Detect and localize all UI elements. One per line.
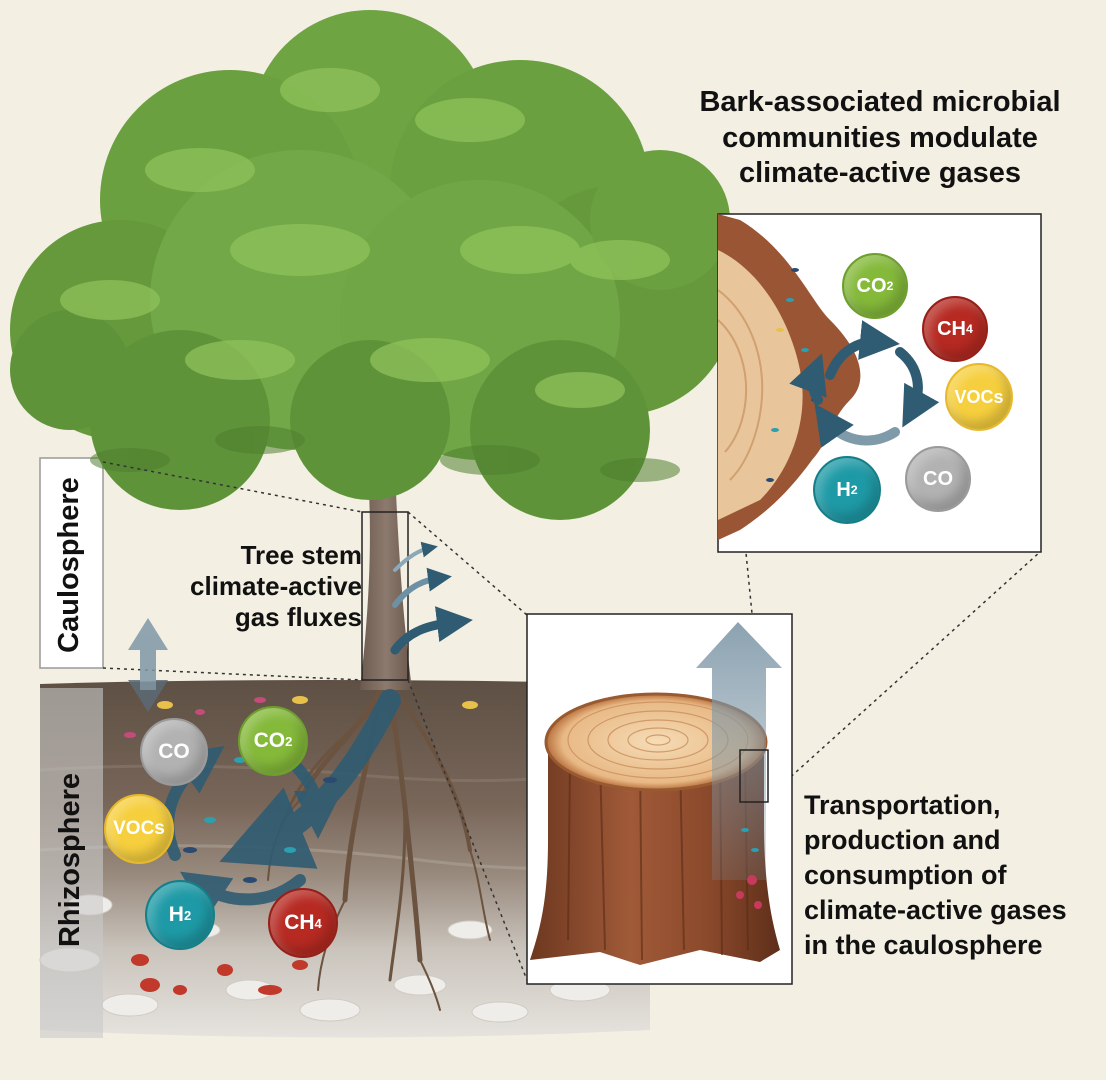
bark-ch4-label: CH bbox=[937, 317, 966, 340]
bark-h2-label: H bbox=[836, 478, 851, 501]
soil-vocs-bubble: VOCs bbox=[104, 794, 174, 864]
caulo-heading-line-4: climate-active gases bbox=[804, 895, 1067, 926]
bark-ch4-subscript: 4 bbox=[965, 322, 973, 336]
bark-h2-subscript: 2 bbox=[850, 483, 858, 497]
caulo-heading-line-1: Transportation, bbox=[804, 790, 1001, 820]
soil-gas-cycle bbox=[162, 689, 401, 919]
rhizosphere-label-box bbox=[40, 688, 103, 1038]
caulosphere-label: Caulosphere bbox=[53, 477, 85, 653]
bark-heading-line-3: climate-active gases bbox=[738, 157, 1022, 190]
caulo-heading-line-2: production and bbox=[804, 825, 1001, 856]
bark-vocs-label: VOCs bbox=[954, 386, 1004, 407]
stem-heading-line-2: climate-active bbox=[190, 571, 362, 602]
caulo-heading-line-5: in the caulosphere bbox=[804, 930, 1043, 961]
soil-vocs-label: VOCs bbox=[113, 818, 165, 839]
caulosphere-label-box bbox=[39, 457, 104, 669]
soil-ch4-subscript: 4 bbox=[314, 915, 322, 931]
bark-heading-line-1: Bark-associated microbial bbox=[699, 86, 1061, 118]
caulosphere-process-heading: Transportation, production and consumpti… bbox=[804, 788, 1104, 963]
bark-vocs-bubble: VOCs bbox=[945, 363, 1013, 431]
stem-heading-line-1: Tree stem bbox=[240, 540, 362, 570]
stem-zoom-box bbox=[361, 511, 409, 681]
tree-canopy bbox=[10, 10, 735, 520]
soil-co2-subscript: 2 bbox=[285, 733, 293, 749]
stump-panel bbox=[526, 613, 793, 985]
bark-heading-line-2: communities modulate bbox=[722, 121, 1038, 154]
bark-co-label: CO bbox=[923, 467, 953, 490]
bark-co2-subscript: 2 bbox=[886, 279, 894, 293]
stem-flux-heading: Tree stem climate-active gas fluxes bbox=[120, 540, 362, 634]
bark-co-bubble: CO bbox=[905, 446, 971, 512]
stem-heading-line-3: gas fluxes bbox=[234, 602, 362, 633]
caulo-heading-line-3: consumption of bbox=[804, 860, 1007, 891]
soil-h2-label: H bbox=[168, 903, 184, 926]
soil-ch4-label: CH bbox=[284, 911, 315, 934]
soil-co-bubble: CO bbox=[140, 718, 208, 786]
rhizosphere-label: Rhizosphere bbox=[54, 772, 86, 948]
soil-h2-subscript: 2 bbox=[183, 907, 192, 923]
soil-co-label: CO bbox=[158, 740, 190, 763]
stem-flux-arrows bbox=[390, 541, 473, 655]
bark-co2-label: CO bbox=[856, 274, 887, 297]
soil-co2-label: CO bbox=[253, 729, 286, 752]
caulosphere-exchange-arrow bbox=[128, 618, 168, 712]
bark-communities-heading: Bark-associated microbial communities mo… bbox=[660, 85, 1100, 192]
soil-microbes bbox=[124, 696, 478, 995]
